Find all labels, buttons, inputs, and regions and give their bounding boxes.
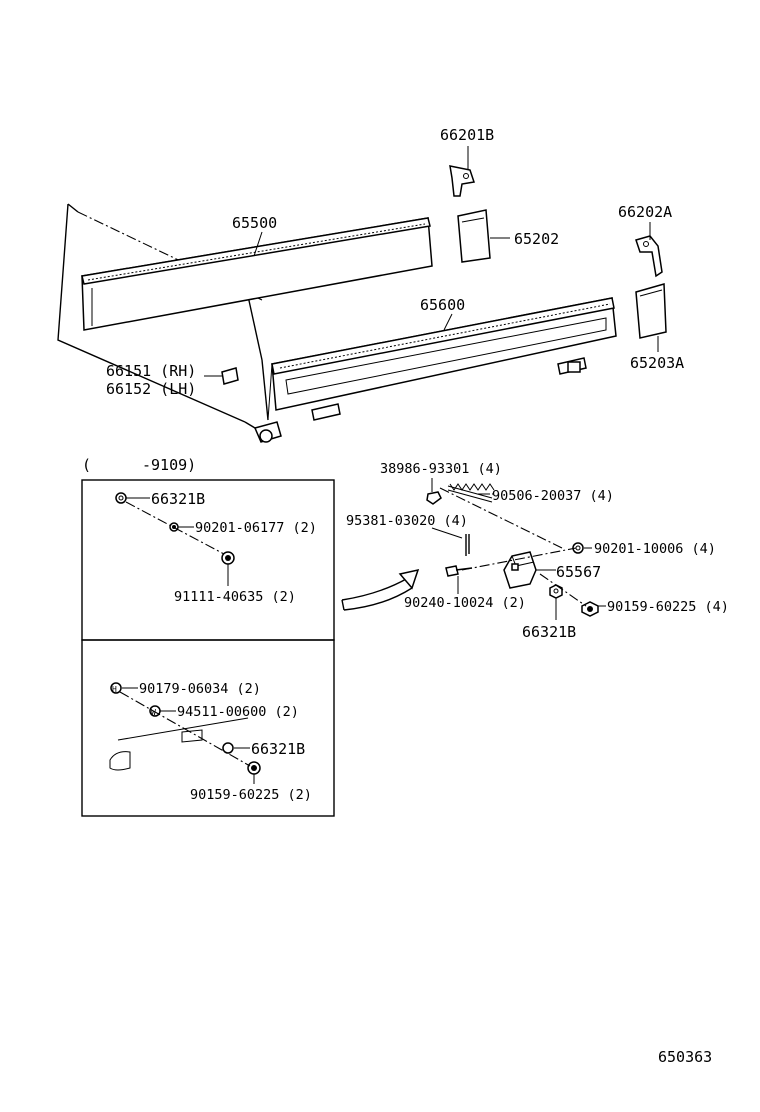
label-95381: 95381-03020 (4) xyxy=(346,513,468,529)
label-66201B: 66201B xyxy=(440,126,494,144)
label-range-open: ( xyxy=(82,456,91,474)
svg-text:H: H xyxy=(112,685,117,694)
box-top-label-91111: 91111-40635 (2) xyxy=(174,589,296,605)
box-bottom-label-90159: 90159-60225 (2) xyxy=(190,787,312,803)
box-bottom-label-94511: 94511-00600 (2) xyxy=(177,704,299,720)
diagram-id: 650363 xyxy=(658,1048,712,1066)
label-90240: 90240-10024 (2) xyxy=(404,595,526,611)
label-66321B-a: 66321B xyxy=(522,623,576,641)
box-bottom-label-66321B: 66321B xyxy=(251,740,305,758)
cover-65202 xyxy=(457,209,491,263)
label-90159-a: 90159-60225 (4) xyxy=(607,599,729,615)
box-bottom-label-90179: 90179-06034 (2) xyxy=(139,681,261,697)
label-65567: 65567 xyxy=(556,563,601,581)
bracket-66201B xyxy=(449,165,475,197)
svg-text:W: W xyxy=(151,708,156,717)
exploded-hardware xyxy=(426,478,606,620)
label-65600: 65600 xyxy=(420,296,465,314)
box-top-label-66321B: 66321B xyxy=(151,490,205,508)
label-66202A: 66202A xyxy=(618,203,672,221)
label-66151: 66151 (RH) xyxy=(106,362,196,380)
label-65202: 65202 xyxy=(514,230,559,248)
label-66152: 66152 (LH) xyxy=(106,380,196,398)
box-bottom xyxy=(81,639,335,817)
label-65203A: 65203A xyxy=(630,354,684,372)
box-top xyxy=(81,479,335,641)
label-90201-10006: 90201-10006 (4) xyxy=(594,541,716,557)
rail-65500 xyxy=(81,217,433,331)
label-range-code: -9109) xyxy=(142,456,196,474)
bracket-66202A xyxy=(635,235,663,278)
label-90506: 90506-20037 (4) xyxy=(492,488,614,504)
label-65500: 65500 xyxy=(232,214,277,232)
box-top-label-90201: 90201-06177 (2) xyxy=(195,520,317,536)
leader-lines-upper xyxy=(204,146,659,377)
clip-66151-66152 xyxy=(221,367,239,385)
rail-65600 xyxy=(267,297,617,421)
box-top-parts xyxy=(115,492,235,586)
cover-65203A xyxy=(635,283,667,339)
label-38986: 38986-93301 (4) xyxy=(380,461,502,477)
box-bottom-parts: H W xyxy=(109,682,261,784)
arrow-icon xyxy=(341,568,420,611)
